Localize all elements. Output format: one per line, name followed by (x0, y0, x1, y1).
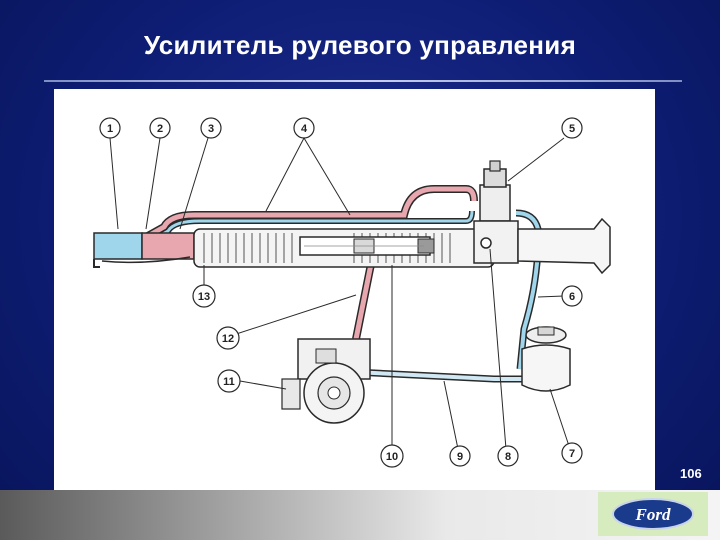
diagram-panel: 1 2 3 4 5 6 7 (54, 89, 655, 490)
fluid-reservoir (521, 326, 571, 392)
svg-text:11: 11 (223, 376, 235, 388)
title-divider (44, 80, 682, 82)
slide-title: Усилитель рулевого управления (143, 30, 577, 60)
callout-6: 6 (561, 285, 583, 307)
svg-text:7: 7 (569, 448, 575, 460)
callout-5: 5 (561, 117, 583, 139)
callout-12: 12 (216, 326, 240, 350)
page-number: 106 (680, 466, 702, 481)
svg-text:12: 12 (222, 333, 234, 345)
svg-text:8: 8 (505, 451, 511, 463)
svg-text:5: 5 (569, 123, 575, 135)
callout-9: 9 (449, 445, 471, 467)
svg-text:4: 4 (301, 123, 308, 135)
callout-8: 8 (497, 445, 519, 467)
right-tie-rod (517, 217, 611, 275)
ford-logo: Ford (598, 492, 708, 536)
leader-lines (109, 137, 571, 450)
callout-7: 7 (561, 442, 583, 464)
svg-text:2: 2 (157, 123, 163, 135)
callout-13: 13 (192, 284, 216, 308)
callout-3: 3 (200, 117, 222, 139)
svg-text:13: 13 (198, 291, 210, 303)
svg-text:10: 10 (386, 451, 398, 463)
callout-10: 10 (380, 444, 404, 468)
svg-text:3: 3 (208, 123, 214, 135)
power-steering-pump (281, 338, 371, 424)
callout-11: 11 (217, 369, 241, 393)
svg-text:9: 9 (457, 451, 463, 463)
power-steering-diagram: 1 2 3 4 5 6 7 (93, 117, 611, 468)
ford-oval-icon: Ford (612, 498, 694, 530)
callout-1: 1 (99, 117, 121, 139)
steering-valve (473, 160, 519, 264)
svg-text:6: 6 (569, 291, 575, 303)
left-chamber (93, 232, 143, 260)
callout-2: 2 (149, 117, 171, 139)
svg-text:Ford: Ford (635, 505, 671, 524)
callout-4: 4 (293, 117, 315, 139)
svg-text:1: 1 (107, 123, 113, 135)
